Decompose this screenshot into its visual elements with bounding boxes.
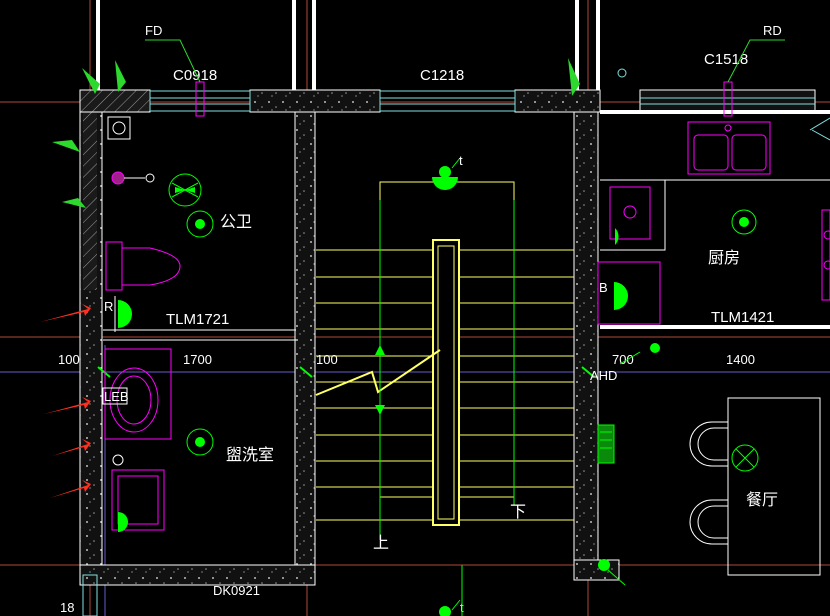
dining-table-icon <box>727 397 821 576</box>
dim-stair-100: 100 <box>316 352 338 367</box>
tag-fd: FD <box>145 23 162 38</box>
door-icon-left <box>114 296 132 332</box>
washing-machine-icon <box>111 454 165 532</box>
ceiling-light-icon-toilet <box>186 210 214 238</box>
ahd-panel-icon <box>597 343 660 464</box>
door-label-right: TLM1421 <box>711 309 774 326</box>
socket-icon-leb <box>102 387 128 405</box>
room-kitchen: 厨房 <box>708 248 740 267</box>
window-label-right: C1518 <box>704 51 748 68</box>
dim-left-1700: 1700 <box>183 352 212 367</box>
basin-icon <box>104 348 172 440</box>
dining-chairs-icon <box>689 421 728 545</box>
dim-left-100: 100 <box>58 352 80 367</box>
door-label-left: TLM1721 <box>166 311 229 328</box>
dimension-ticks <box>97 366 595 378</box>
fridge-icon <box>597 261 661 325</box>
door-label-bottom: DK0921 <box>213 583 260 598</box>
cabinet-outline <box>600 179 830 251</box>
bottom-right-lamp-icon <box>598 559 626 586</box>
window-label-left: C0918 <box>173 67 217 84</box>
top-right-small-circle <box>617 68 627 78</box>
room-dining: 餐厅 <box>746 490 778 509</box>
floor-drain-icon <box>107 116 131 140</box>
marker-r: R <box>104 299 113 314</box>
windows <box>82 81 815 616</box>
room-toilet: 公卫 <box>220 212 252 231</box>
lamp-t-label: t <box>459 153 463 168</box>
dim-right-700: 700 <box>612 352 634 367</box>
marker-b: B <box>599 280 608 295</box>
stair-up-label: 上 <box>373 533 389 552</box>
wall-lamp-icon <box>432 157 461 190</box>
stair-down-label: 下 <box>510 502 526 521</box>
window-label-middle: C1218 <box>420 67 464 84</box>
marker-leb: LEB <box>104 389 129 404</box>
room-washroom: 盥洗室 <box>226 445 274 464</box>
exhaust-fan-icon <box>168 173 202 207</box>
wall-lamp-bottom-icon <box>439 599 461 616</box>
ceiling-light-icon-wash <box>186 428 214 456</box>
marker-ahd: AHD <box>590 368 617 383</box>
right-edge-fixture <box>809 117 830 301</box>
tag-rd: RD <box>763 23 782 38</box>
shower-icon <box>111 171 155 185</box>
kitchen-sink-icon <box>687 121 771 175</box>
dim-right-1400: 1400 <box>726 352 755 367</box>
annotation-arrows-red <box>40 304 91 498</box>
dim-edge-18: 18 <box>60 600 74 615</box>
walls <box>79 0 830 586</box>
ceiling-light-icon-kitchen <box>731 209 757 235</box>
stove-icon <box>609 186 651 245</box>
annotation-arrows-green <box>52 58 580 208</box>
toilet-icon <box>105 241 181 291</box>
leader-lines <box>145 39 785 83</box>
staircase <box>315 181 574 540</box>
